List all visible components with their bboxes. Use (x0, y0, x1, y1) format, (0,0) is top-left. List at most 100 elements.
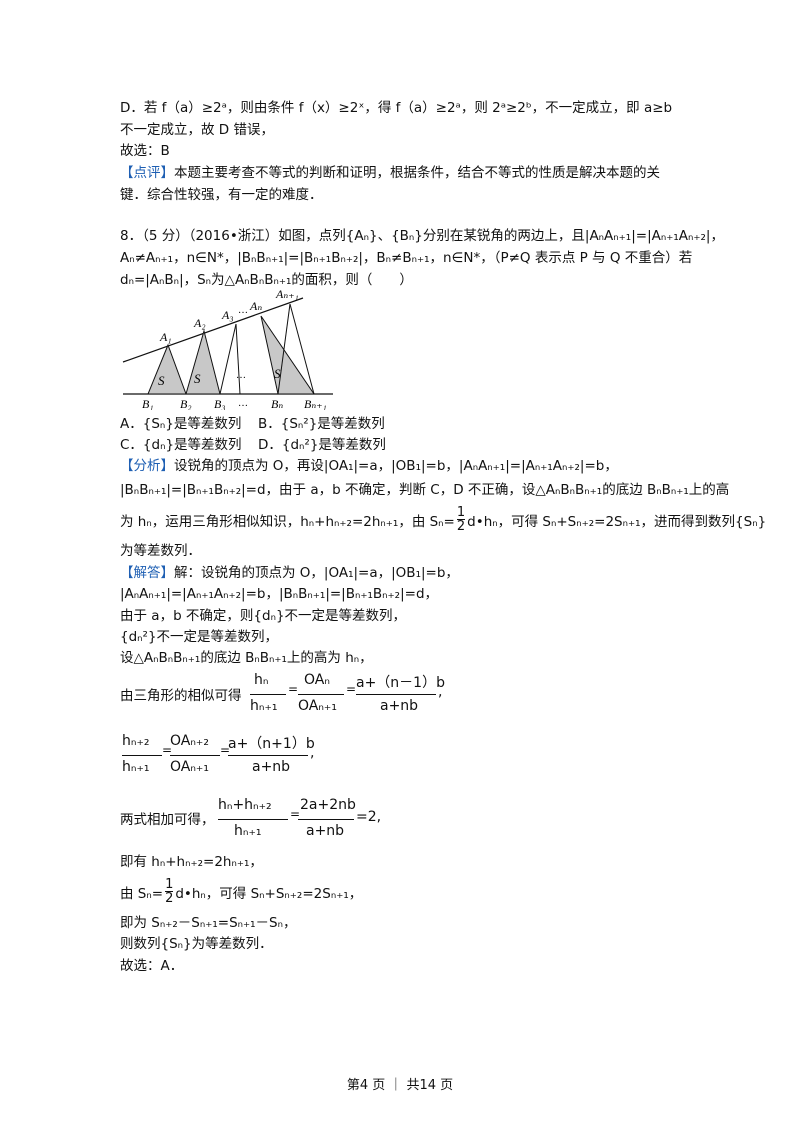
eq2-bar2 (170, 755, 220, 756)
eq3-n1: hₙ+hₙ₊₂ (218, 797, 272, 813)
solution-line8: 即为 Sₙ₊₂－Sₙ₊₁=Sₙ₊₁－Sₙ， (120, 915, 297, 931)
eq1-d3: a+nb (380, 698, 419, 714)
eq2-d2: OAₙ₊₁ (170, 759, 209, 775)
solution-line7b: d•hₙ，可得 Sₙ+Sₙ₊₂=2Sₙ₊₁， (175, 886, 363, 902)
triangle-n1-side-b (289, 303, 315, 395)
analysis-line4: 为等差数列． (120, 543, 201, 559)
solution-line6: 即有 hₙ+hₙ₊₂=2hₙ₊₁， (120, 854, 263, 870)
equation-3: hₙ+hₙ₊₂ hₙ₊₁ = 2a+2nb a+nb =2, (218, 797, 382, 843)
eq1-n1: hₙ (254, 672, 269, 688)
s-label-2: S (194, 371, 201, 386)
eq2-bar3 (228, 755, 308, 756)
eq1-n2: OAₙ (304, 672, 330, 688)
analysis-line3a: 为 hₙ，运用三角形相似知识，hₙ+hₙ₊₂=2hₙ₊₁，由 Sₙ= (120, 514, 455, 530)
half-den-2: 2 (165, 891, 174, 906)
solution-line1: 【解答】解：设锐角的顶点为 O，|OA₁|=a，|OB₁|=b， (120, 563, 459, 583)
solution-line9: 则数列{Sₙ}为等差数列． (120, 936, 273, 952)
label-bn1: Bₙ₊₁ (304, 397, 327, 410)
analysis-line1: 【分析】设锐角的顶点为 O，再设|OA₁|=a，|OB₁|=b，|AₙAₙ₊₁|… (120, 456, 618, 476)
eq2-n2: OAₙ₊₂ (170, 733, 209, 749)
analysis-text1: 设锐角的顶点为 O，再设|OA₁|=a，|OB₁|=b，|AₙAₙ₊₁|=|Aₙ… (174, 458, 618, 474)
answer-prev: 故选：B (120, 143, 170, 159)
eq1-tail: , (438, 684, 443, 700)
similar-prefix: 由三角形的相似可得 (120, 688, 242, 704)
analysis-line2: |BₙBₙ₊₁|=|Bₙ₊₁Bₙ₊₂|=d，由于 a，b 不确定，判断 C，D … (120, 482, 730, 498)
eq1-bar3 (356, 694, 436, 695)
label-an: Aₙ (249, 299, 262, 313)
s-label-1: S (158, 373, 165, 388)
geometry-figure: A₁ A₂ A₃ Aₙ Aₙ₊₁ … S S S … B₁ B₂ B₃ … Bₙ… (122, 288, 333, 410)
eq1-d1: hₙ₊₁ (250, 698, 278, 714)
eq2-n1: hₙ₊₂ (122, 733, 150, 749)
eq3-bar2 (298, 819, 354, 820)
eq2-eq1: = (162, 743, 173, 757)
solution-line4: {dₙ²}不一定是等差数列， (120, 629, 279, 645)
option-b: B．{Sₙ²}是等差数列 (258, 416, 385, 432)
d-option-line2: 不一定成立，故 D 错误， (120, 122, 274, 138)
solution-line5: 设△AₙBₙBₙ₊₁的底边 BₙBₙ₊₁上的高为 hₙ， (120, 650, 373, 666)
eq1-bar2 (298, 694, 344, 695)
comment-line2: 键．综合性较强，有一定的难度． (120, 187, 323, 203)
triangle-n (260, 315, 315, 395)
triangle-3-side-a (219, 323, 237, 395)
half-den: 2 (456, 519, 466, 534)
label-a2: A₂ (193, 316, 206, 330)
triangle-n1-side-a (277, 303, 291, 395)
dots-upper: … (238, 305, 248, 316)
upper-ray (122, 297, 304, 363)
option-a: A．{Sₙ}是等差数列 (120, 416, 242, 432)
eq1-n3: a+（n－1）b (356, 675, 445, 691)
eq3-d2: a+nb (306, 823, 345, 839)
solution-text1: 解：设锐角的顶点为 O，|OA₁|=a，|OB₁|=b， (174, 565, 459, 581)
half-num-2: 1 (165, 877, 174, 892)
eq1-eq2: = (346, 682, 357, 696)
eq3-tail: =2, (356, 809, 382, 825)
option-c: C．{dₙ}是等差数列 (120, 437, 242, 453)
solution-line3: 由于 a，b 不确定，则{dₙ}不一定是等差数列， (120, 608, 407, 624)
eq3-bar1 (218, 819, 288, 820)
eq2-d1: hₙ₊₁ (122, 759, 150, 775)
triangle-1 (147, 343, 187, 395)
label-b2: B₂ (180, 397, 192, 410)
q8-line1: 8．（5 分）（2016•浙江）如图，点列{Aₙ}、{Bₙ}分别在某锐角的两边上… (120, 228, 724, 244)
eq2-eq2: = (220, 743, 231, 757)
eq3-eq1: = (290, 807, 301, 821)
label-bn: Bₙ (271, 397, 283, 410)
dots-middle: … (236, 370, 246, 381)
label-an1: Aₙ₊₁ (275, 288, 299, 301)
comment-text: 本题主要考查不等式的判断和证明，根据条件，结合不等式的性质是解决本题的关 (174, 165, 660, 181)
option-d: D．{dₙ²}是等差数列 (258, 437, 386, 453)
triangle-3-side-b (235, 323, 241, 395)
s-label-n: S (274, 366, 281, 381)
dots-lower: … (238, 398, 248, 409)
analysis-tag: 【分析】 (120, 458, 174, 474)
q8-line2: Aₙ≠Aₙ₊₁，n∈N*，|BₙBₙ₊₁|=|Bₙ₊₁Bₙ₊₂|，Bₙ≠Bₙ₊₁… (120, 250, 693, 266)
solution-line10: 故选：A． (120, 958, 184, 974)
solution-tag: 【解答】 (120, 565, 174, 581)
label-a3: A₃ (221, 308, 234, 322)
label-b3: B₃ (214, 397, 226, 410)
half-num: 1 (456, 505, 466, 520)
label-a1: A₁ (159, 330, 172, 344)
solution-line7a: 由 Sₙ= (120, 886, 164, 902)
equation-1: hₙ hₙ₊₁ = OAₙ OAₙ₊₁ = a+（n－1）b a+nb , (248, 672, 448, 718)
d-option-line1: D．若 f（a）≥2ᵃ，则由条件 f（x）≥2ˣ，得 f（a）≥2ᵃ，则 2ᵃ≥… (120, 100, 673, 116)
eq3-d1: hₙ₊₁ (234, 823, 262, 839)
eq2-bar1 (122, 755, 162, 756)
solution-line2: |AₙAₙ₊₁|=|Aₙ₊₁Aₙ₊₂|=b，|BₙBₙ₊₁|=|Bₙ₊₁Bₙ₊₂… (120, 586, 439, 602)
eq1-eq1: = (288, 682, 299, 696)
q8-line3: dₙ=|AₙBₙ|，Sₙ为△AₙBₙBₙ₊₁的面积，则（ ） (120, 272, 413, 288)
eq2-d3: a+nb (252, 759, 291, 775)
eq2-tail: , (310, 745, 315, 761)
eq1-d2: OAₙ₊₁ (298, 698, 337, 714)
comment-line1: 【点评】本题主要考查不等式的判断和证明，根据条件，结合不等式的性质是解决本题的关 (120, 163, 660, 183)
eq1-bar1 (250, 694, 286, 695)
comment-tag: 【点评】 (120, 165, 174, 181)
eq3-n2: 2a+2nb (300, 797, 356, 813)
analysis-line3b: d•hₙ，可得 Sₙ+Sₙ₊₂=2Sₙ₊₁，进而得到数列{Sₙ} (467, 514, 767, 530)
